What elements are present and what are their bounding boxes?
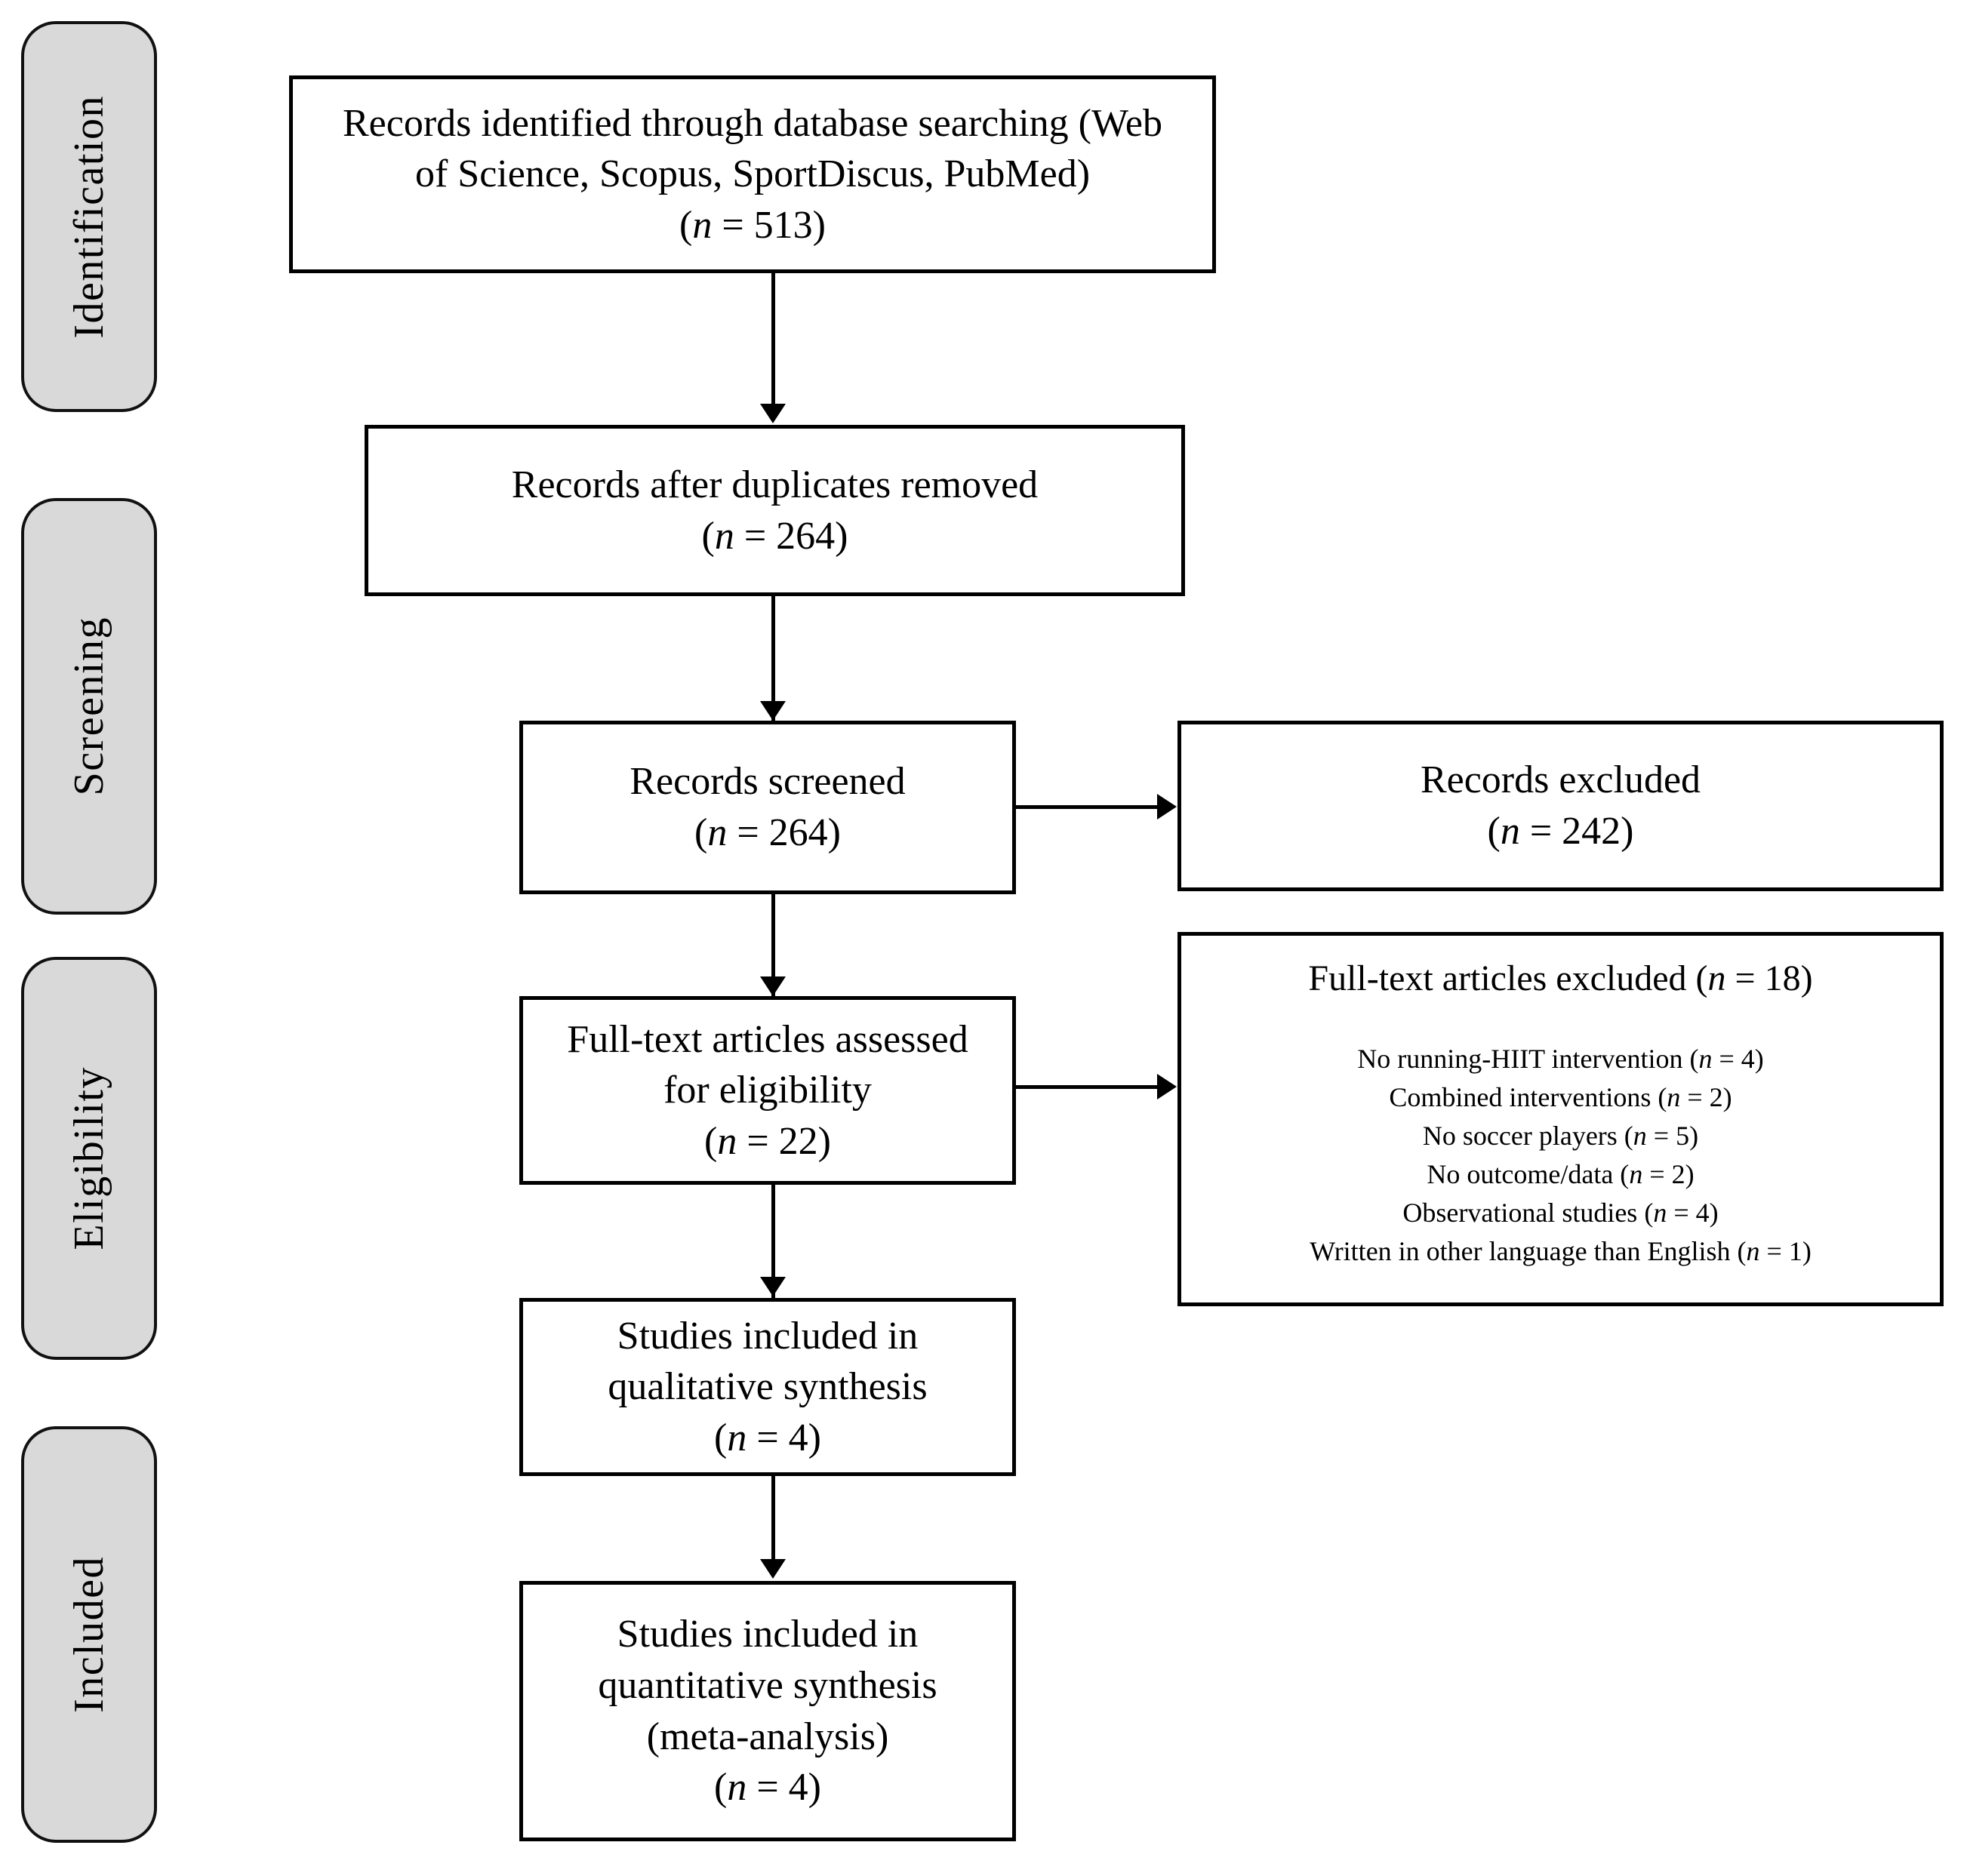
box-qualitative-synthesis-count: (n = 4) xyxy=(714,1416,821,1459)
phase-label-included-text: Included xyxy=(66,1556,112,1713)
box-fulltext-excluded: Full-text articles excluded (n = 18) No … xyxy=(1177,932,1944,1306)
arrowhead-duplicates-to-screened xyxy=(760,701,786,721)
box-records-identified-line1: Records identified through database sear… xyxy=(343,101,1162,145)
box-duplicates-removed: Records after duplicates removed (n = 26… xyxy=(365,425,1185,596)
box-records-excluded-line1: Records excluded xyxy=(1420,758,1701,802)
box-qualitative-synthesis-line2: qualitative synthesis xyxy=(608,1365,928,1409)
box-fulltext-assessed-line1: Full-text articles assessed xyxy=(567,1017,968,1061)
connector-identified-to-duplicates xyxy=(771,273,775,406)
arrowhead-identified-to-duplicates xyxy=(760,404,786,423)
connector-fulltext-to-excluded xyxy=(1016,1085,1159,1089)
connector-screened-to-records-excluded xyxy=(1016,805,1159,809)
exclusion-reason-item: Observational studies (n = 4) xyxy=(1402,1198,1719,1229)
phase-label-identification-text: Identification xyxy=(66,94,112,339)
box-records-excluded-count: (n = 242) xyxy=(1487,810,1634,853)
box-quantitative-synthesis-line3: (meta-analysis) xyxy=(646,1715,889,1758)
box-records-excluded: Records excluded (n = 242) xyxy=(1177,721,1944,891)
box-quantitative-synthesis-line2: quantitative synthesis xyxy=(598,1663,937,1707)
connector-fulltext-to-qualitative xyxy=(771,1185,775,1299)
box-records-identified-count: (n = 513) xyxy=(679,203,826,247)
arrowhead-screened-to-records-excluded xyxy=(1157,794,1177,820)
connector-qualitative-to-quantitative xyxy=(771,1476,775,1561)
arrowhead-fulltext-to-qualitative xyxy=(760,1277,786,1296)
exclusion-reason-item: No running-HIIT intervention (n = 4) xyxy=(1357,1043,1764,1074)
box-records-screened-count: (n = 264) xyxy=(694,811,841,854)
box-qualitative-synthesis: Studies included in qualitative synthesi… xyxy=(519,1298,1016,1476)
box-quantitative-synthesis: Studies included in quantitative synthes… xyxy=(519,1581,1016,1841)
phase-label-eligibility-text: Eligibility xyxy=(66,1066,112,1250)
box-records-screened-line1: Records screened xyxy=(630,760,906,804)
box-fulltext-assessed-line2: for eligibility xyxy=(663,1069,872,1112)
box-quantitative-synthesis-count: (n = 4) xyxy=(714,1766,821,1810)
connector-duplicates-to-screened xyxy=(771,596,775,723)
arrowhead-fulltext-to-excluded xyxy=(1157,1074,1177,1099)
box-records-identified: Records identified through database sear… xyxy=(289,75,1216,273)
box-qualitative-synthesis-line1: Studies included in xyxy=(617,1314,919,1358)
phase-label-eligibility: Eligibility xyxy=(21,957,157,1360)
arrowhead-qualitative-to-quantitative xyxy=(760,1559,786,1579)
exclusion-reason-item: Written in other language than English (… xyxy=(1310,1236,1812,1267)
phase-label-screening-text: Screening xyxy=(66,617,112,796)
box-duplicates-removed-count: (n = 264) xyxy=(701,514,848,558)
exclusion-reason-item: No soccer players (n = 5) xyxy=(1422,1120,1699,1151)
arrowhead-screened-to-fulltext xyxy=(760,976,786,996)
box-duplicates-removed-line1: Records after duplicates removed xyxy=(511,463,1039,506)
box-fulltext-assessed-count: (n = 22) xyxy=(704,1119,831,1163)
box-records-screened: Records screened (n = 264) xyxy=(519,721,1016,894)
box-fulltext-assessed: Full-text articles assessed for eligibil… xyxy=(519,996,1016,1185)
connector-screened-to-fulltext xyxy=(771,894,775,998)
phase-label-included: Included xyxy=(21,1426,157,1843)
box-fulltext-excluded-title: Full-text articles excluded (n = 18) xyxy=(1308,958,1813,998)
box-quantitative-synthesis-line1: Studies included in xyxy=(617,1613,919,1656)
phase-label-screening: Screening xyxy=(21,498,157,915)
box-records-identified-line2: of Science, Scopus, SportDiscus, PubMed) xyxy=(414,152,1091,196)
exclusion-reason-item: No outcome/data (n = 2) xyxy=(1427,1158,1695,1189)
exclusion-reason-item: Combined interventions (n = 2) xyxy=(1389,1081,1732,1112)
phase-label-identification: Identification xyxy=(21,21,157,412)
